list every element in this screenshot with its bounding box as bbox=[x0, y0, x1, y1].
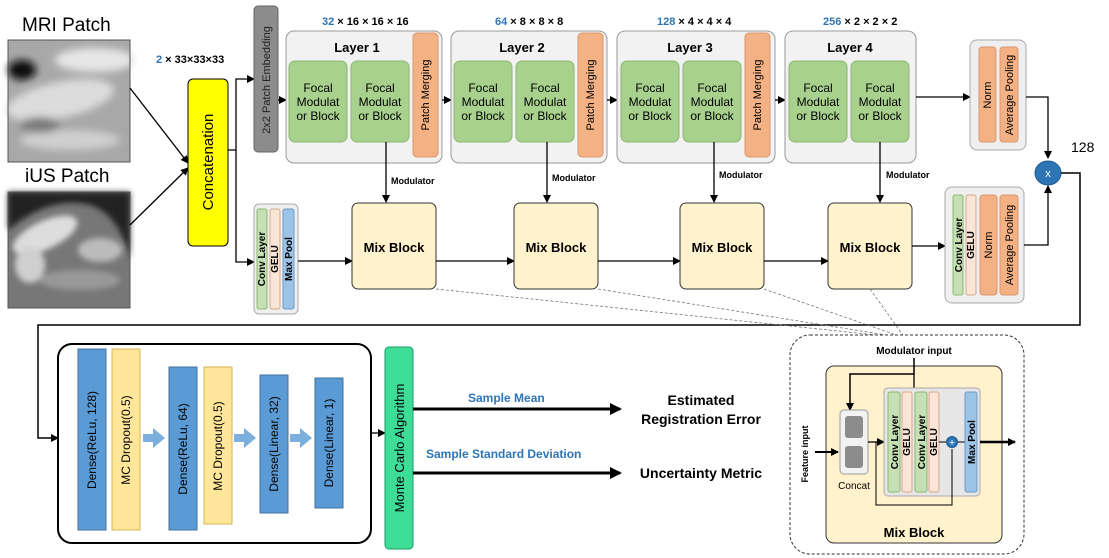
bottom-norm-label: Norm bbox=[983, 232, 995, 259]
bottom-gelu-label: GELU bbox=[966, 231, 977, 259]
mlp-head: Dense(ReLu, 128) MC Dropout(0.5) Dense(R… bbox=[57, 343, 372, 544]
detail-plus: + bbox=[949, 438, 955, 449]
bottom-head: Conv Layer GELU Norm Average Pooling bbox=[944, 186, 1025, 304]
layer-4-title: Layer 4 bbox=[827, 40, 873, 55]
arrow-concat-to-stem bbox=[235, 150, 255, 266]
concat-label: Concat bbox=[838, 481, 870, 492]
patch-merging-2: Patch Merging bbox=[585, 60, 597, 131]
top-pool-label: Average Pooling bbox=[1004, 55, 1016, 136]
detail-gelu-1: GELU bbox=[902, 428, 913, 456]
feature-size-label: 128 bbox=[1071, 139, 1095, 155]
layer-2-dim: 64 × 8 × 8 × 8 bbox=[495, 16, 563, 28]
bottom-pool-label: Average Pooling bbox=[1004, 205, 1016, 286]
patch-embedding-label: 2x2 Patch Embedding bbox=[261, 26, 273, 134]
modulator-label-3: Modulator bbox=[719, 170, 763, 180]
bottom-conv-label: Conv Layer bbox=[954, 218, 965, 273]
ius-patch-label: iUS Patch bbox=[25, 166, 109, 187]
modulator-input-label: Modulator input bbox=[876, 346, 952, 357]
feature-input-label: Feature input bbox=[800, 425, 810, 482]
ius-patch-image bbox=[7, 191, 131, 309]
layer-3-title: Layer 3 bbox=[667, 40, 713, 55]
stem-maxpool-label: Max Pool bbox=[284, 237, 295, 281]
mix-block-3: Mix Block bbox=[679, 202, 765, 290]
patch-merging-3: Patch Merging bbox=[752, 60, 764, 131]
dense2-label: Dense(ReLu, 64) bbox=[176, 403, 190, 494]
sample-std-label: Sample Standard Deviation bbox=[426, 447, 581, 461]
mri-patch-label: MRI Patch bbox=[22, 15, 111, 36]
dropout2-label: MC Dropout(0.5) bbox=[211, 401, 225, 490]
arrow-ius-to-concat bbox=[129, 167, 189, 226]
mix-block-2-label: Mix Block bbox=[526, 240, 587, 255]
concatenation-block: Concatenation bbox=[187, 78, 229, 247]
mix-block-2: Mix Block bbox=[513, 202, 599, 290]
detail-conv-1: Conv Layer bbox=[890, 415, 901, 470]
uncertainty-metric-label: Uncertainty Metric bbox=[640, 465, 762, 481]
dense3-label: Dense(Linear, 32) bbox=[267, 396, 281, 491]
sample-mean-label: Sample Mean bbox=[468, 391, 545, 405]
arrow-bottom-head-to-multiply bbox=[1024, 185, 1052, 246]
mix-detail-title: Mix Block bbox=[884, 525, 945, 540]
mix-block-1: Mix Block bbox=[351, 202, 437, 290]
patch-embedding-block: 2x2 Patch Embedding bbox=[253, 5, 279, 153]
mix-block-3-label: Mix Block bbox=[692, 240, 753, 255]
monte-carlo-label: Monte Carlo Algorithm bbox=[392, 384, 407, 513]
stem-block: Conv Layer GELU Max Pool bbox=[253, 203, 299, 315]
multiply-node: x bbox=[1034, 160, 1062, 186]
mix-block-4-label: Mix Block bbox=[840, 240, 901, 255]
mix-block-detail: Modulator input Mix Block Feature input … bbox=[789, 334, 1025, 555]
flow-arrow-1 bbox=[143, 428, 165, 448]
modulator-label-4: Modulator bbox=[886, 170, 930, 180]
modulator-label-2: Modulator bbox=[552, 173, 596, 183]
arrow-mri-to-concat bbox=[129, 87, 189, 164]
detail-gelu-2: GELU bbox=[929, 428, 940, 456]
top-head: Norm Average Pooling bbox=[969, 39, 1027, 151]
multiply-symbol: x bbox=[1045, 168, 1051, 180]
patch-merging-1: Patch Merging bbox=[420, 60, 432, 131]
arrow-multiply-to-mlp bbox=[37, 172, 1081, 442]
arrow-concat-to-embedding bbox=[228, 75, 255, 151]
dense4-label: Dense(Linear, 1) bbox=[322, 399, 336, 488]
stem-conv-label: Conv Layer bbox=[257, 232, 268, 287]
flow-arrow-2 bbox=[234, 428, 256, 448]
stem-gelu-label: GELU bbox=[270, 245, 281, 273]
detail-conv-2: Conv Layer bbox=[917, 415, 928, 470]
mri-patch-image bbox=[6, 39, 135, 163]
mix-detail-connectors bbox=[435, 288, 906, 339]
layer-1-dim: 32 × 16 × 16 × 16 bbox=[322, 16, 409, 28]
mix-block-4: Mix Block bbox=[827, 202, 913, 290]
flow-arrow-3 bbox=[290, 428, 312, 448]
top-norm-label: Norm bbox=[982, 82, 994, 109]
arrow-top-head-to-multiply bbox=[1026, 96, 1052, 159]
concatenation-label: Concatenation bbox=[200, 114, 217, 211]
detail-maxpool: Max Pool bbox=[967, 420, 978, 464]
monte-carlo-block: Monte Carlo Algorithm bbox=[384, 346, 414, 550]
layer-4-dim: 256 × 2 × 2 × 2 bbox=[823, 16, 897, 28]
modulator-label-1: Modulator bbox=[391, 176, 435, 186]
layer-1-title: Layer 1 bbox=[334, 40, 380, 55]
dropout1-label: MC Dropout(0.5) bbox=[119, 395, 133, 484]
mix-block-1-label: Mix Block bbox=[364, 240, 425, 255]
layer-2-title: Layer 2 bbox=[499, 40, 545, 55]
input-dim-label: 2 × 33×33×33 bbox=[156, 54, 224, 66]
layer-3-dim: 128 × 4 × 4 × 4 bbox=[657, 16, 732, 28]
dense1-label: Dense(ReLu, 128) bbox=[85, 391, 99, 489]
